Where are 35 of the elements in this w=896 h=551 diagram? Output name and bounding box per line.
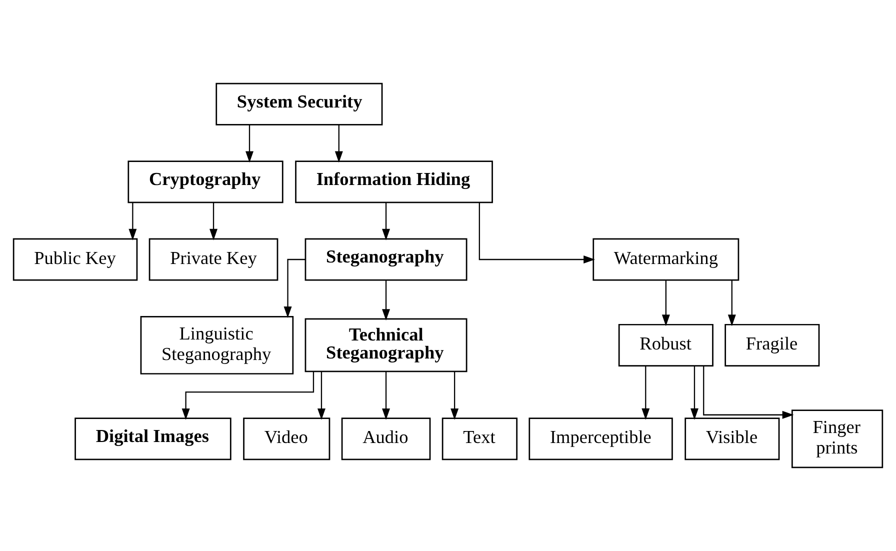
node-box: Digital Images	[74, 418, 232, 460]
node-box: Robust	[618, 324, 714, 366]
node-box: Public Key	[12, 238, 138, 281]
arrow	[703, 366, 794, 419]
node-box: Cryptography	[128, 160, 284, 204]
arrow	[382, 280, 390, 321]
arrow	[662, 280, 670, 326]
arrow	[728, 280, 736, 326]
arrow	[450, 372, 459, 420]
node-box: Private Key	[148, 238, 278, 281]
arrow	[128, 202, 137, 240]
arrow	[246, 124, 254, 163]
node-box: Video	[243, 418, 330, 460]
node-box: Information Hiding	[295, 160, 493, 204]
arrow	[690, 366, 698, 420]
arrow	[478, 202, 595, 264]
node-box: Audio	[341, 418, 431, 460]
node-box: Visible	[684, 418, 780, 460]
arrow	[382, 202, 390, 240]
node-box: Imperceptible	[528, 418, 673, 460]
node-box: Fragile	[724, 324, 820, 366]
arrow	[642, 366, 650, 420]
arrow	[317, 372, 326, 420]
node-box: Linguistic Steganography	[140, 316, 294, 374]
node-box: Finger prints	[791, 410, 884, 468]
node-box: System Security	[216, 82, 383, 126]
node-box: Text	[442, 418, 518, 460]
node-box: Technical Steganography	[304, 318, 468, 372]
node-box: Watermarking	[592, 238, 740, 281]
arrow	[182, 372, 314, 420]
arrow	[334, 124, 343, 163]
arrow	[382, 372, 390, 420]
node-box: Steganography	[304, 238, 468, 281]
arrow	[284, 258, 306, 318]
arrow	[210, 202, 218, 240]
